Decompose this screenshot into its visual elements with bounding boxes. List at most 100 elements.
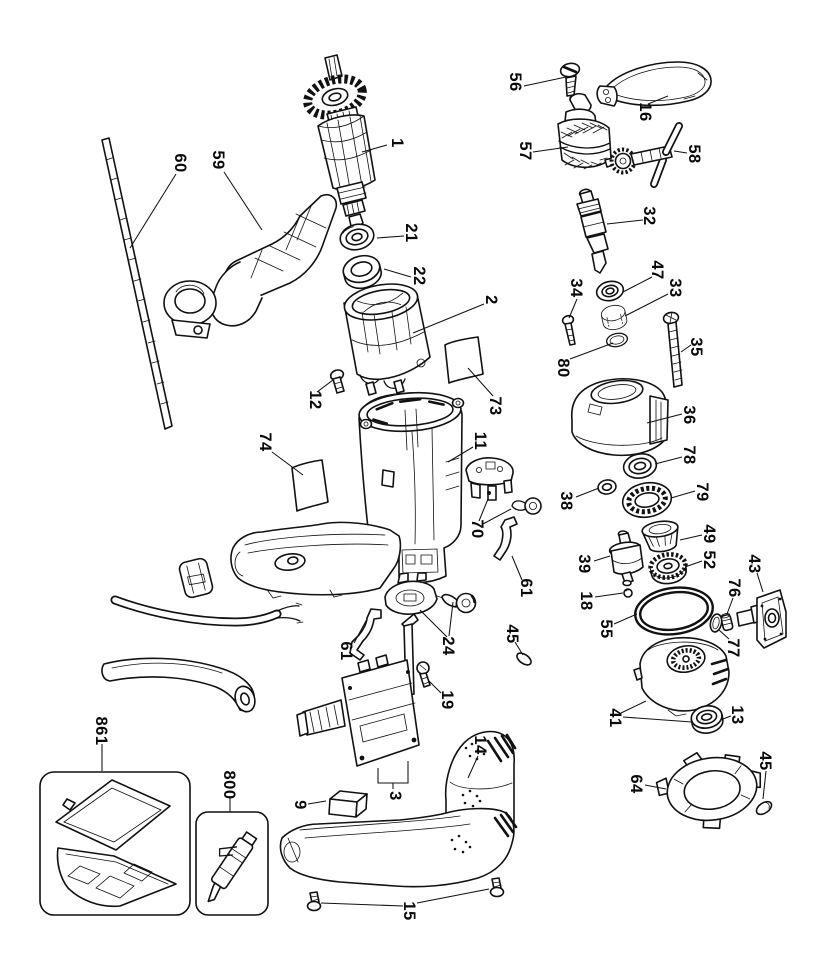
part-label-32: 32: [640, 206, 658, 225]
leader-line-24: [419, 609, 448, 638]
leader-line-79: [670, 490, 696, 499]
washer-76: [720, 613, 734, 632]
part-label-64: 64: [627, 774, 645, 794]
leader-line-11: [447, 446, 474, 463]
part-label-41: 41: [606, 708, 624, 727]
leader-line-47: [622, 276, 653, 293]
part-label-49: 49: [700, 524, 718, 543]
part-label-47: 47: [648, 260, 666, 279]
screw-15: [306, 891, 322, 912]
leader-line-32: [606, 219, 644, 225]
depth-rod: [101, 137, 173, 430]
terminal-45: [755, 800, 773, 816]
o-ring-80: [605, 332, 629, 348]
terminal-45: [516, 652, 532, 666]
screw-15: [489, 877, 505, 898]
part-label-24: 24: [439, 636, 457, 656]
leader-line-12: [316, 379, 334, 393]
leader-line-38: [575, 487, 600, 498]
part-label-45: 45: [756, 751, 774, 770]
belt-clip: [596, 61, 712, 107]
part-label-74: 74: [256, 432, 274, 452]
switch: [296, 613, 420, 767]
chuck-key: [604, 122, 683, 188]
leader-line-45: [514, 641, 524, 656]
part-label-61: 61: [517, 578, 535, 597]
leader-line-74: [271, 451, 304, 476]
screw-35: [662, 311, 683, 388]
leader-line-70: [478, 498, 489, 522]
bearing-21: [339, 223, 375, 251]
leader-line-34: [568, 298, 578, 319]
part-label-18: 18: [577, 591, 595, 610]
bearing-cup-49: [641, 520, 679, 553]
leader-line-58: [673, 150, 688, 154]
part-label-2: 2: [482, 295, 500, 305]
leader-line-41: [622, 716, 693, 723]
leader-line-52: [684, 560, 703, 568]
handle-cover-lower: [279, 807, 518, 888]
leader-line-61: [353, 618, 368, 644]
part-label-78: 78: [680, 445, 698, 464]
reversing-shuttle: [384, 572, 444, 615]
leader-line-76: [726, 597, 734, 615]
leader-line-55: [613, 613, 638, 625]
kit-box-inset: [39, 771, 191, 916]
chuck: [557, 93, 612, 170]
part-label-77: 77: [724, 638, 742, 657]
leader-line-2: [412, 303, 485, 334]
part-label-13: 13: [728, 705, 746, 724]
leader-line-64: [644, 784, 667, 790]
field-stator: [343, 283, 431, 396]
leader-line-60: [129, 173, 177, 249]
part-label-33: 33: [666, 278, 684, 297]
part-label-45: 45: [503, 624, 521, 643]
housing-grip-half: [230, 521, 402, 599]
part-label-34: 34: [567, 278, 585, 298]
part-label-73: 73: [486, 396, 504, 415]
leader-line-80: [569, 342, 614, 360]
box-9: [328, 790, 368, 818]
spindle-lock: [608, 530, 644, 587]
leader-line-15: [416, 888, 490, 904]
leader-line-33: [624, 293, 669, 317]
part-label-12: 12: [306, 390, 324, 409]
leader-line-56: [523, 76, 567, 87]
bearing-47: [595, 280, 625, 302]
leader-line-49: [679, 534, 703, 541]
leader-line-41: [620, 700, 647, 714]
washer-38: [597, 479, 617, 495]
part-label-38: 38: [557, 491, 575, 510]
tooth-ring-79: [621, 481, 673, 519]
part-label-61: 61: [337, 641, 355, 660]
brush-holder: [465, 457, 514, 501]
washer-77: [709, 613, 723, 633]
lube-tube-inset: [195, 811, 269, 916]
ring-22: [342, 254, 382, 290]
lock-plate-43: [736, 589, 787, 649]
side-handle: [163, 193, 338, 339]
leader-line-36: [646, 413, 683, 424]
spindle: [576, 188, 609, 274]
part-label-861: 861: [92, 716, 110, 745]
cord-clamp: [178, 557, 214, 599]
part-label-43: 43: [745, 554, 763, 573]
part-label-57: 57: [516, 141, 534, 160]
part-label-15: 15: [400, 901, 418, 920]
leader-line-9: [307, 800, 327, 805]
part-label-19: 19: [438, 690, 456, 709]
cam-24: [441, 592, 477, 614]
leader-line-59: [223, 171, 263, 231]
part-label-79: 79: [693, 482, 711, 501]
paper-73: [444, 336, 484, 384]
part-label-21: 21: [402, 223, 420, 242]
part-label-56: 56: [506, 72, 524, 91]
bearing-78: [622, 453, 658, 479]
leader-line-14: [467, 755, 479, 779]
part-label-39: 39: [575, 554, 593, 573]
leader-line-21: [376, 235, 405, 239]
ball-18: [623, 588, 633, 598]
part-label-70: 70: [468, 519, 486, 538]
leader-line-15: [320, 902, 404, 907]
